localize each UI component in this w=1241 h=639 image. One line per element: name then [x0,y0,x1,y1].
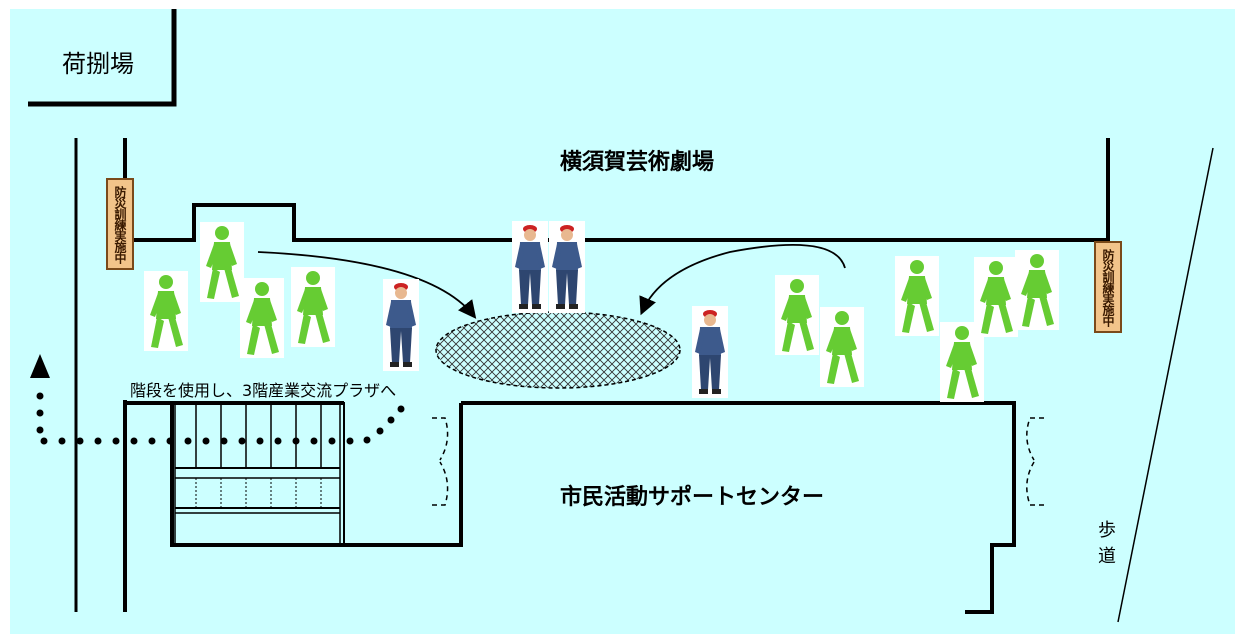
drill-sign-right: 防災訓練実施中 [1094,241,1122,333]
drill-sign-left: 防災訓練実施中 [106,178,134,270]
staff-2 [512,221,548,313]
evacuee-2 [200,222,244,302]
stairs-note: 階段を使用し、3階産業交流プラザへ [130,381,397,400]
staff-3 [549,221,585,313]
sidewalk-edge [1117,147,1214,623]
move-arrow-left [257,251,477,319]
evacuation-route [30,354,405,445]
staircase [171,402,345,546]
evacuee-6 [820,307,864,387]
staff-4 [692,306,728,398]
loading-area-walls [28,9,177,107]
evacuee-1 [144,271,188,351]
left-door [432,417,449,506]
sidewalk-label: 歩道 [1095,520,1116,572]
assembly-point [435,311,681,389]
staff-1 [383,279,419,371]
loading-area-label: 荷捌場 [62,50,134,78]
evacuee-7 [895,256,939,336]
evacuee-3 [240,278,284,358]
evacuee-9 [974,257,1018,337]
evacuee-4 [291,267,335,347]
evacuee-10 [1015,250,1059,330]
move-arrow-right [639,243,846,316]
theater-label: 横須賀芸術劇場 [560,150,715,175]
civic-center-label: 市民活動サポートセンター [560,485,825,510]
evacuee-5 [775,275,819,355]
